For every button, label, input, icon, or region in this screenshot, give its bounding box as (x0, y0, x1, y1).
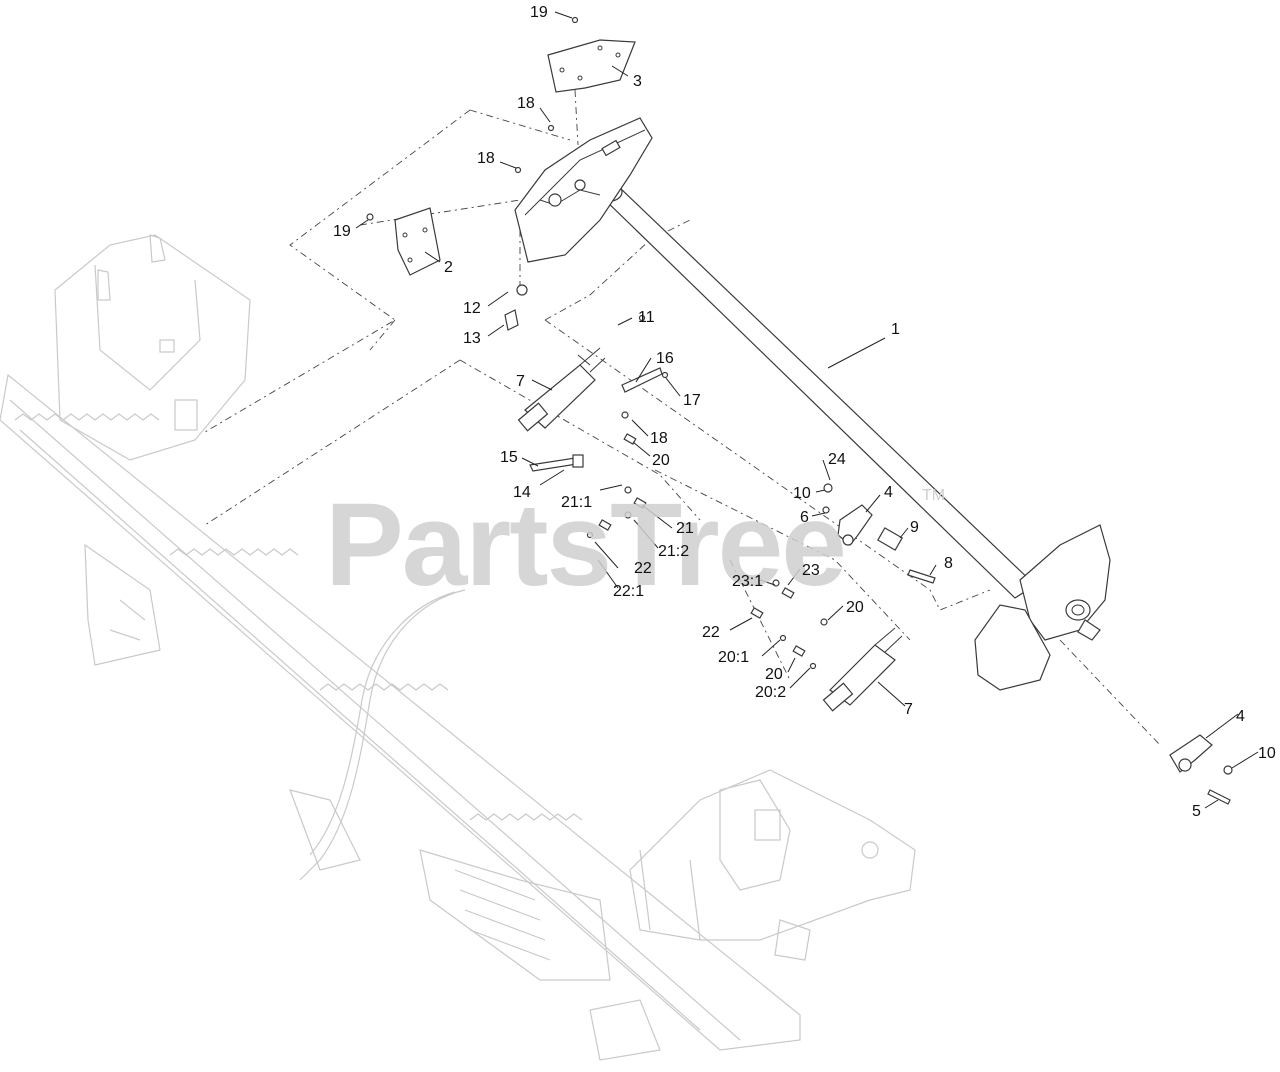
spacer-9 (877, 527, 903, 551)
callout-10-upper: 10 (793, 485, 811, 502)
pin-8 (907, 569, 936, 584)
fittings (366, 16, 1233, 775)
callout-19-top: 19 (530, 4, 548, 21)
watermark: PartsTree TM (325, 479, 945, 611)
callout-3: 3 (633, 73, 642, 90)
callout-11: 11 (638, 309, 655, 326)
watermark-trademark: TM (922, 487, 945, 504)
leader-lines (355, 11, 1259, 809)
upper-brake-bracket (514, 117, 653, 263)
callout-21: 21 (676, 520, 694, 537)
callout-8: 8 (944, 555, 953, 572)
callout-9: 9 (910, 519, 919, 536)
pivot-bracket-lower (1169, 734, 1213, 773)
watermark-text: PartsTree (325, 479, 845, 611)
callout-5: 5 (1192, 803, 1201, 820)
mower-frame (0, 234, 916, 1061)
callout-18-top: 18 (517, 95, 535, 112)
callout-18-lower: 18 (650, 430, 668, 447)
callout-20-mid: 20 (846, 599, 864, 616)
callout-22-1: 22:1 (613, 583, 644, 600)
brake-shoe-upper (547, 39, 636, 93)
parts (366, 16, 1233, 805)
callout-4-lower: 4 (1236, 708, 1245, 725)
pin-5 (1207, 789, 1231, 805)
callout-20-lower: 20 (765, 666, 783, 683)
callout-18-mid: 18 (477, 150, 495, 167)
callout-4-upper: 4 (884, 484, 893, 501)
callout-15: 15 (500, 449, 518, 466)
callout-23: 23 (802, 562, 820, 579)
callout-1: 1 (891, 321, 900, 338)
callout-7-upper: 7 (516, 373, 525, 390)
callout-22-upper: 22 (634, 560, 652, 577)
assembly-boundaries (204, 89, 1161, 746)
callout-20-1: 20:1 (718, 649, 749, 666)
callout-24: 24 (828, 451, 846, 468)
callout-14: 14 (513, 484, 531, 501)
callout-20-upper: 20 (652, 452, 670, 469)
callout-2: 2 (444, 259, 453, 276)
callout-10-lower: 10 (1258, 745, 1276, 762)
callout-19-left: 19 (333, 223, 351, 240)
callout-17: 17 (683, 392, 701, 409)
callout-labels: 19 3 18 18 19 2 12 13 11 1 7 16 17 18 20… (333, 4, 1276, 820)
callout-13: 13 (463, 330, 481, 347)
callout-6: 6 (800, 509, 809, 526)
hydraulic-cylinder-upper (517, 347, 606, 432)
right-brake-drum (974, 524, 1111, 691)
rod-16 (621, 367, 663, 393)
callout-20-2: 20:2 (755, 684, 786, 701)
callout-7-lower: 7 (904, 701, 913, 718)
brake-shoe-left (394, 207, 441, 276)
pivot-bracket-upper (837, 504, 873, 546)
callout-23-1: 23:1 (732, 573, 763, 590)
callout-22-lower: 22 (702, 624, 720, 641)
callout-21-2: 21:2 (658, 543, 689, 560)
callout-21-1: 21:1 (561, 494, 592, 511)
pin-14 (529, 454, 584, 472)
callout-16: 16 (656, 350, 674, 367)
callout-12: 12 (463, 300, 481, 317)
hydraulic-cylinder-lower (822, 627, 903, 712)
